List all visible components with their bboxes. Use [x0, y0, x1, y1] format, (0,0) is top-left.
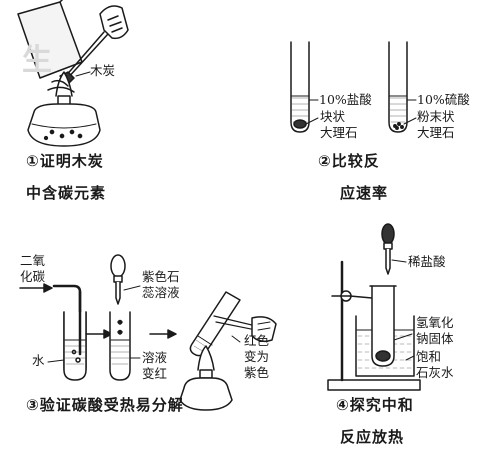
water-test-tube [47, 290, 87, 381]
label-reagent-2: 蕊溶液 [142, 285, 180, 300]
panel-1-caption-line1: ①证明木炭 [26, 152, 104, 170]
panel-3-caption: ③验证碳酸受热易分解 [26, 396, 184, 414]
label-reagent-1: 紫色石 [142, 269, 180, 284]
label-lime-water-1: 饱和 [416, 349, 442, 364]
inner-test-tube [369, 285, 413, 367]
hcl-dropper [381, 223, 407, 275]
iron-stand [327, 260, 421, 391]
label-heat-result-3: 紫色 [244, 365, 270, 380]
panel-2-caption-line1: ②比较反 [318, 152, 380, 170]
hand-with-tongs [63, 5, 129, 81]
heating-setup [179, 291, 277, 411]
panel-3-illustration [19, 254, 277, 411]
panel-1-illustration: 生 [17, 0, 129, 147]
label-naoh-1: 氢氧化 [416, 315, 454, 330]
lime-water-leader [405, 355, 415, 361]
label-left-solid-1: 块状 [320, 109, 346, 124]
label-result-1: 溶液 [142, 350, 168, 365]
alcohol-lamp [27, 71, 101, 147]
process-arrow-2 [149, 329, 177, 339]
label-left-acid: 10%盐酸 [319, 92, 372, 107]
litmus-dropper [110, 254, 141, 305]
process-arrow-1 [85, 329, 113, 339]
label-right-solid-2: 大理石 [417, 125, 455, 140]
label-naoh-2: 钠固体 [416, 331, 454, 346]
inverted-beaker: 生 [17, 0, 83, 79]
panel-4-caption-line1: ④探究中和 [336, 396, 414, 414]
label-heat-result-2: 变为 [244, 349, 270, 364]
svg-text:生: 生 [22, 43, 52, 78]
label-hcl: 稀盐酸 [408, 254, 446, 269]
panel-1-caption-line2: 中含碳元素 [26, 184, 107, 202]
panel-2-caption-line2: 应速率 [340, 184, 389, 202]
label-right-solid-1: 粉末状 [417, 109, 455, 124]
panel-4-caption-line2: 反应放热 [340, 428, 405, 446]
test-tube-left [290, 41, 319, 133]
label-heat-result-1: 红色 [244, 333, 270, 348]
co2-inlet-arrow [19, 283, 53, 293]
label-left-solid-2: 大理石 [320, 125, 358, 140]
panel-4-illustration [327, 223, 421, 391]
charcoal-leader [75, 71, 91, 77]
label-lime-water-2: 石灰水 [416, 365, 454, 380]
label-result-2: 变红 [142, 366, 168, 381]
panel-2-illustration [290, 41, 417, 133]
label-right-acid: 10%硫酸 [417, 92, 470, 107]
label-gas-2: 化碳 [20, 269, 46, 284]
label-gas-1: 二氧 [20, 253, 46, 268]
test-tube-right [388, 41, 417, 133]
label-water: 水 [32, 353, 45, 368]
label-charcoal: 木炭 [90, 63, 116, 78]
litmus-test-tube [109, 311, 141, 381]
